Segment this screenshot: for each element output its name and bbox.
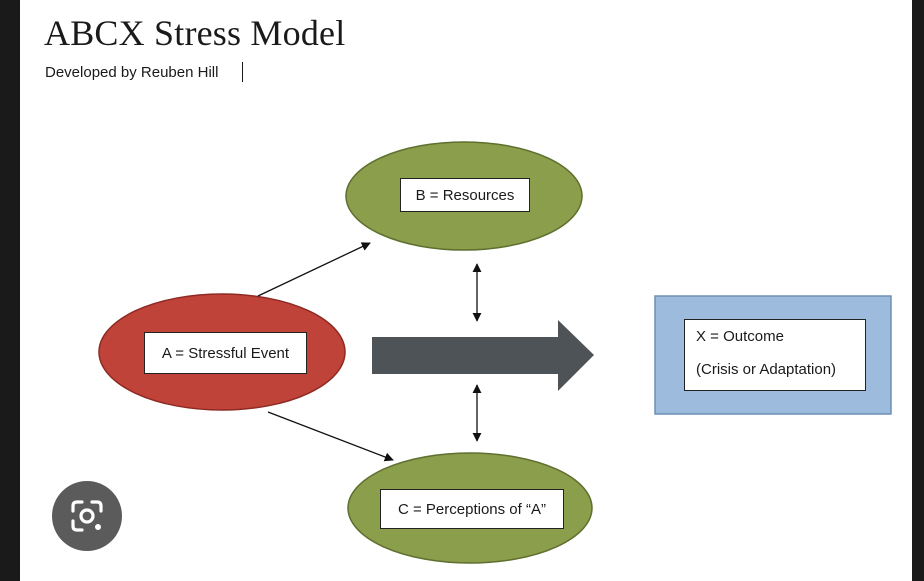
node-x-label-line1: X = Outcome [696,328,784,345]
arrow-a-to-c [267,411,394,462]
page-subtitle: Developed by Reuben Hill [45,64,219,81]
page-title: ABCX Stress Model [44,13,346,53]
right-frame-strip [912,0,924,581]
arrow-a-to-b [257,242,371,297]
node-x-label-line2: (Crisis or Adaptation) [696,361,837,378]
node-b-label: B = Resources [400,178,530,212]
big-arrow-to-x [372,320,594,391]
node-a-label: A = Stressful Event [144,332,307,374]
node-x-label-box: X = Outcome (Crisis or Adaptation) [684,319,866,391]
google-lens-icon [71,500,103,532]
left-frame-strip [0,0,20,581]
text-cursor [242,62,243,82]
node-c-label: C = Perceptions of “A” [380,489,564,529]
google-lens-button[interactable] [52,481,122,551]
